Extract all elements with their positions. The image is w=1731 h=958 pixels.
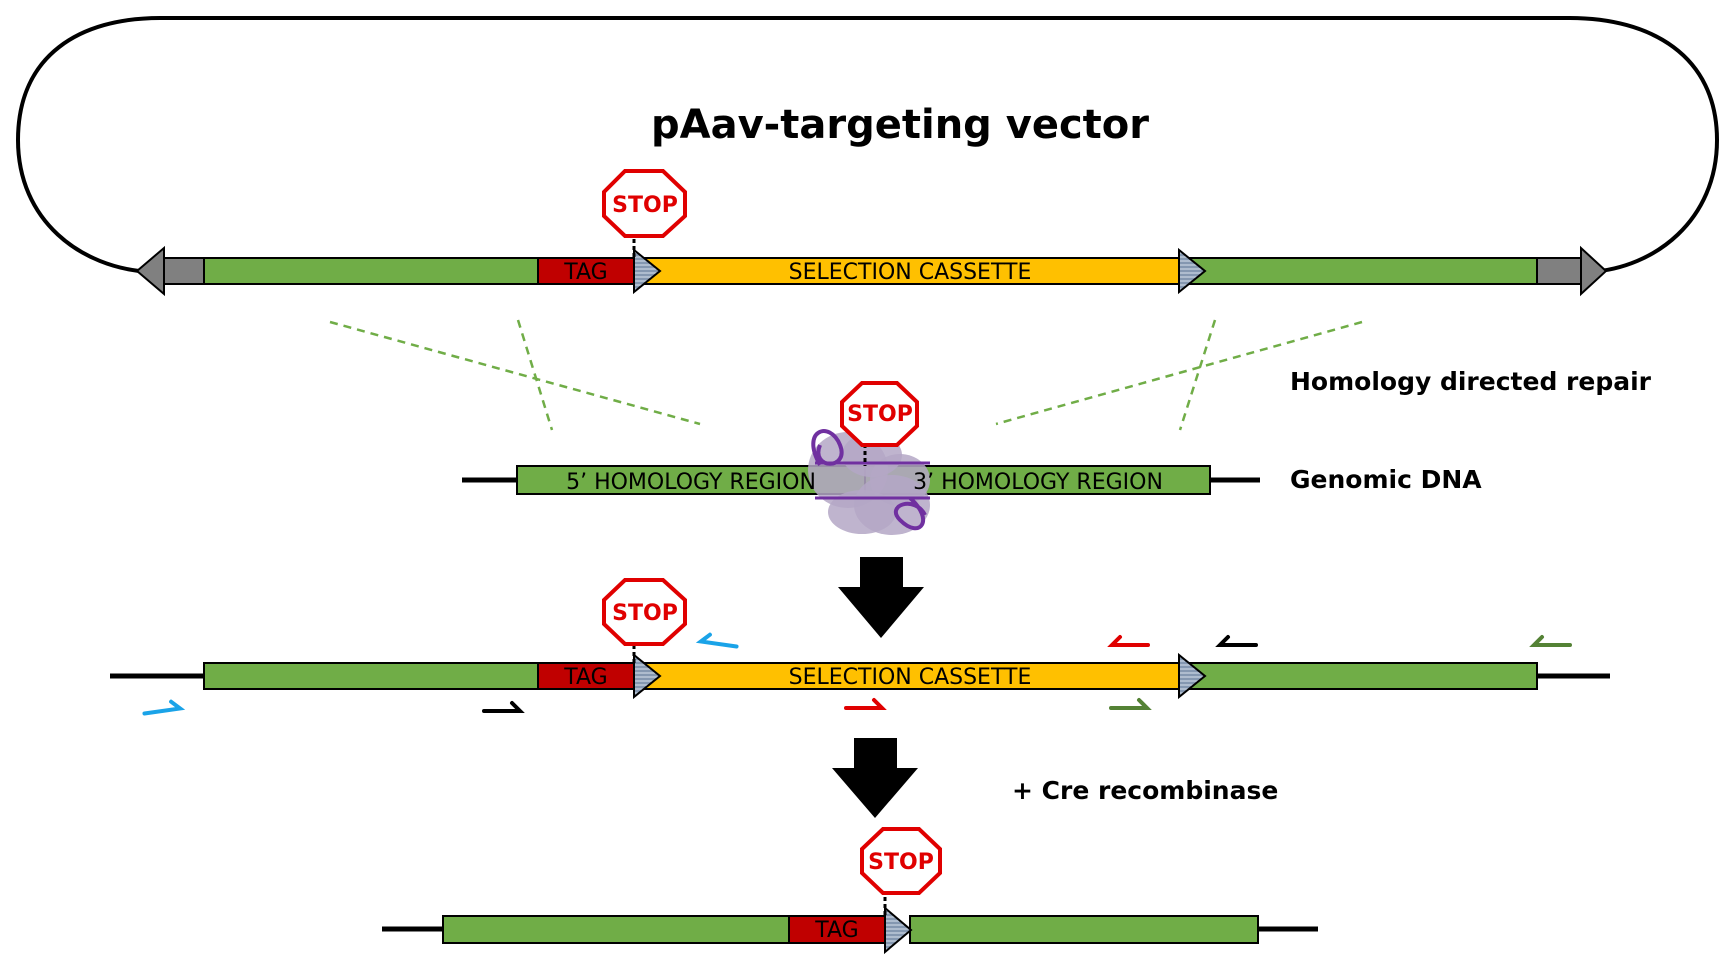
hdr-label: Homology directed repair xyxy=(1290,367,1652,396)
down-arrow-icon xyxy=(838,557,924,638)
svg-text:STOP: STOP xyxy=(847,402,913,427)
final-tag-label: TAG xyxy=(814,918,858,943)
down-arrow-icon xyxy=(832,738,918,818)
vector-homology-arm-5 xyxy=(203,257,539,285)
genomic-dna-label: Genomic DNA xyxy=(1290,465,1482,494)
homology-region-3-label: 3’ HOMOLOGY REGION xyxy=(913,470,1163,495)
stop-sign-icon: STOP xyxy=(602,169,687,238)
stop-sign-icon: STOP xyxy=(860,827,942,895)
itr-right-box xyxy=(1536,257,1582,285)
loxp-site-icon xyxy=(633,247,662,295)
vector-selection-label: SELECTION CASSETTE xyxy=(789,260,1032,285)
loxp-site-icon xyxy=(633,652,662,700)
plasmid-backbone xyxy=(15,16,1720,274)
crossover-lines xyxy=(329,319,1363,431)
homology-region-5 xyxy=(516,465,866,495)
vector-homology-arm-3 xyxy=(1178,257,1538,285)
allele-selection-label: SELECTION CASSETTE xyxy=(789,665,1032,690)
genomic-dna: 5’ HOMOLOGY REGION 3’ HOMOLOGY REGION ST… xyxy=(462,381,1260,535)
vector-tag-label: TAG xyxy=(563,260,607,285)
svg-text:STOP: STOP xyxy=(612,193,678,218)
itr-left-arrowhead xyxy=(135,245,165,297)
primer-half-arrow-icon xyxy=(142,632,1572,716)
cas9-complex-icon xyxy=(808,429,930,535)
itr-right-arrowhead xyxy=(1580,245,1608,297)
final-allele: TAG STOP xyxy=(382,827,1318,955)
targeted-allele: TAG SELECTION CASSETTE STOP xyxy=(110,578,1610,716)
loxp-site-icon xyxy=(1178,652,1207,700)
vector-plasmid: pAav-targeting vector TAG SELECTION CASS… xyxy=(15,16,1720,297)
itr-left-box xyxy=(163,257,205,285)
cre-label: + Cre recombinase xyxy=(1012,776,1278,805)
loxp-site-icon xyxy=(884,905,913,955)
svg-text:STOP: STOP xyxy=(612,601,678,626)
allele-tag-label: TAG xyxy=(563,665,607,690)
loxp-site-icon xyxy=(1178,247,1207,295)
svg-text:STOP: STOP xyxy=(868,850,934,875)
stop-sign-icon: STOP xyxy=(602,578,687,646)
stop-sign-icon: STOP xyxy=(840,381,919,447)
homology-region-5-label: 5’ HOMOLOGY REGION xyxy=(566,470,816,495)
vector-title: pAav-targeting vector xyxy=(651,102,1149,148)
